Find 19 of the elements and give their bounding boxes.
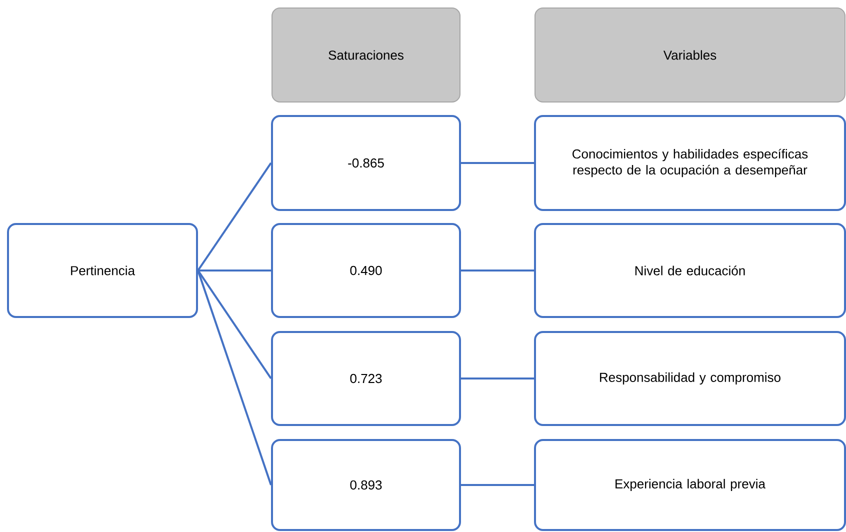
connector-line bbox=[197, 270, 272, 380]
process-box: Responsabilidad y compromiso bbox=[534, 331, 846, 426]
connector-line bbox=[197, 270, 272, 486]
connector-line bbox=[461, 484, 534, 486]
process-box: -0.865 bbox=[271, 115, 461, 211]
process-box: 0.490 bbox=[271, 223, 461, 318]
connector-line bbox=[198, 270, 271, 272]
process-box: Experiencia laboral previa bbox=[534, 439, 846, 531]
connector-line bbox=[461, 162, 534, 164]
process-box: Pertinencia bbox=[7, 223, 198, 318]
process-box: Nivel de educación bbox=[534, 223, 846, 318]
process-box: 0.893 bbox=[271, 439, 461, 531]
header-box: Variables bbox=[534, 8, 846, 102]
connector-line bbox=[461, 378, 534, 380]
connector-line bbox=[461, 270, 534, 272]
process-box: Conocimientos y habilidades específicas respecto de la ocupación a desempeñar bbox=[534, 115, 846, 211]
process-box: 0.723 bbox=[271, 331, 461, 426]
connector-line bbox=[197, 162, 272, 272]
header-box: Saturaciones bbox=[272, 8, 460, 102]
